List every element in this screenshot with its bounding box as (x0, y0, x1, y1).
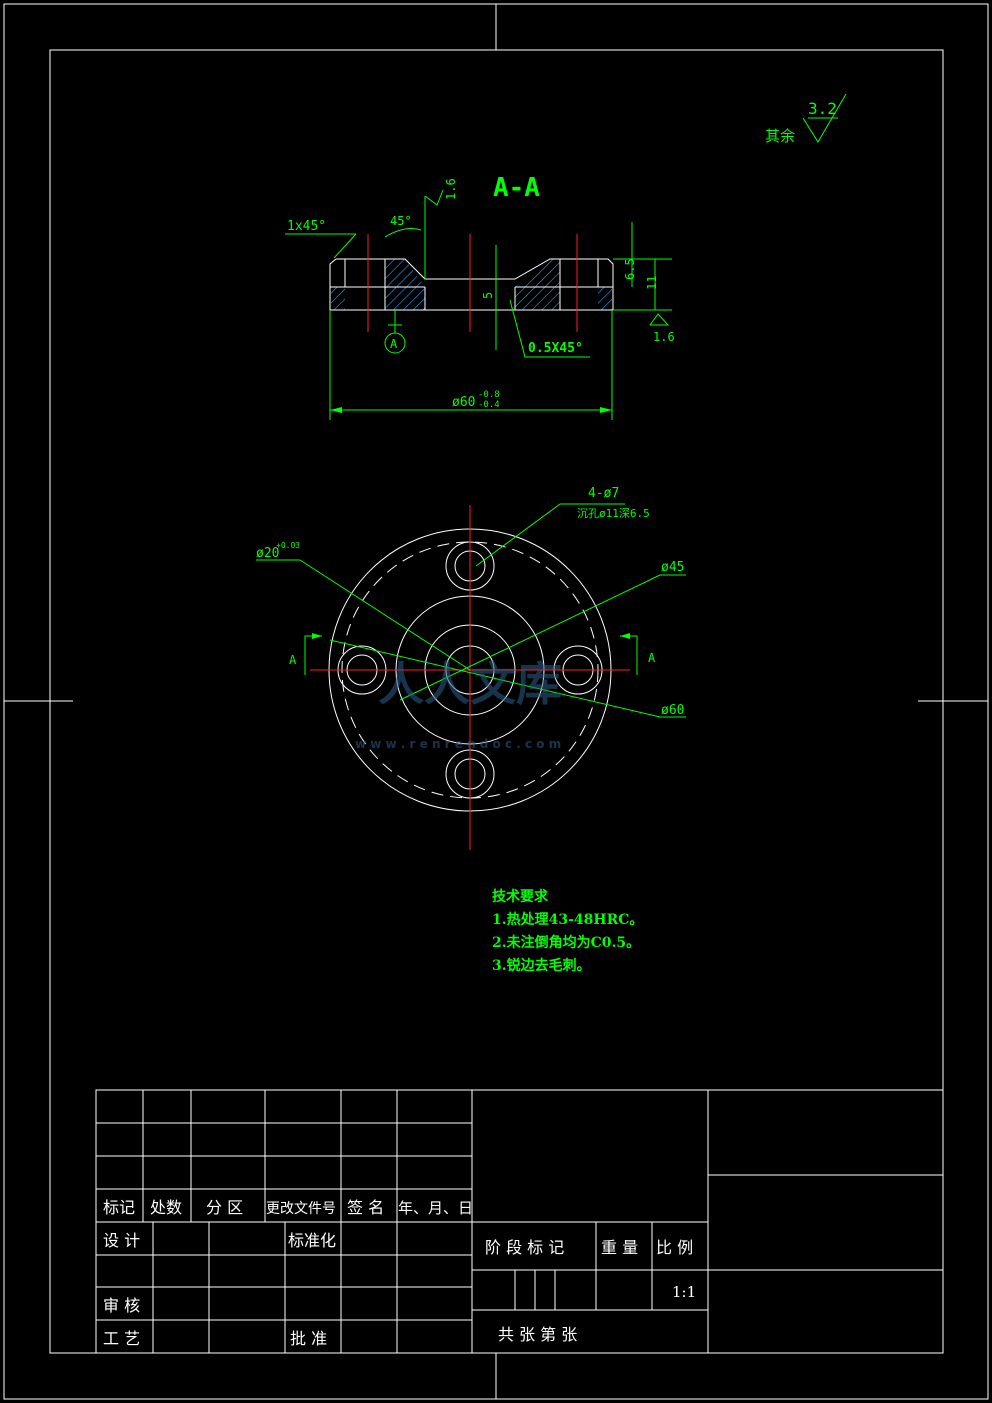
svg-text:审 核: 审 核 (103, 1296, 140, 1315)
svg-text:共 张 第 张: 共 张 第 张 (498, 1325, 577, 1344)
svg-text:5: 5 (481, 292, 495, 299)
svg-text:设 计: 设 计 (103, 1231, 140, 1250)
section-view: A-A 1x45° 45° 1.6 6.5 (285, 173, 675, 420)
svg-text:-0.4: -0.4 (478, 400, 500, 410)
svg-text:45°: 45° (390, 214, 412, 228)
tech-item-1: 1.热处理43-48HRC。 (492, 912, 644, 928)
svg-text:A: A (390, 337, 398, 351)
svg-text:w w w . r e n r e n d o c . c: w w w . r e n r e n d o c . c o m (355, 737, 561, 751)
svg-text:0.5X45°: 0.5X45° (528, 341, 583, 356)
svg-text:ø60: ø60 (661, 703, 684, 718)
title-block: 标记 处数 分 区 更改文件号 签 名 年、月、日 设 计 标准化 审 核 工 … (95, 1089, 944, 1354)
svg-text:重 量: 重 量 (601, 1238, 638, 1257)
svg-text:11: 11 (645, 276, 659, 290)
svg-text:批 准: 批 准 (290, 1329, 327, 1348)
svg-text:3.2: 3.2 (808, 99, 837, 118)
plan-view: ø20 +0.03 4-ø7 沉孔ø11深6.5 ø45 ø60 A A (256, 486, 686, 850)
section-title: A-A (493, 173, 540, 203)
svg-text:签 名: 签 名 (347, 1198, 384, 1217)
svg-text:1:1: 1:1 (672, 1283, 696, 1301)
watermark: 人人文库 w w w . r e n r e n d o c . c o m (355, 657, 562, 751)
svg-text:ø20: ø20 (256, 546, 279, 561)
svg-text:阶 段 标 记: 阶 段 标 记 (485, 1238, 564, 1257)
tech-heading: 技术要求 (492, 889, 548, 905)
tech-item-2: 2.未注倒角均为C0.5。 (492, 935, 641, 951)
svg-text:更改文件号: 更改文件号 (266, 1201, 336, 1217)
svg-text:处数: 处数 (150, 1198, 182, 1217)
svg-text:ø45: ø45 (661, 560, 684, 575)
svg-text:1.6: 1.6 (653, 330, 675, 344)
svg-text:6.5: 6.5 (623, 258, 637, 280)
svg-text:A: A (289, 653, 297, 667)
svg-text:沉孔ø11深6.5: 沉孔ø11深6.5 (577, 507, 650, 520)
svg-text:4-ø7: 4-ø7 (588, 486, 619, 501)
svg-text:其余: 其余 (765, 127, 795, 145)
svg-text:ø60: ø60 (452, 395, 475, 410)
svg-text:1.6: 1.6 (444, 178, 458, 200)
svg-text:年、月、日: 年、月、日 (398, 1199, 473, 1217)
svg-text:A: A (648, 651, 656, 665)
svg-text:人人文库: 人人文库 (378, 657, 562, 711)
svg-text:1x45°: 1x45° (287, 219, 326, 234)
svg-text:标记: 标记 (103, 1198, 135, 1217)
svg-text:工 艺: 工 艺 (103, 1329, 140, 1348)
roughness-symbol: 其余 3.2 (765, 93, 847, 145)
svg-text:标准化: 标准化 (288, 1231, 336, 1250)
svg-text:比 例: 比 例 (656, 1238, 693, 1257)
svg-text:分 区: 分 区 (206, 1198, 243, 1217)
tech-item-3: 3.锐边去毛刺。 (492, 958, 591, 974)
tech-requirements: 技术要求 1.热处理43-48HRC。 2.未注倒角均为C0.5。 3.锐边去毛… (492, 886, 643, 978)
svg-text:+0.03: +0.03 (276, 541, 300, 550)
svg-text:-0.8: -0.8 (478, 390, 500, 400)
